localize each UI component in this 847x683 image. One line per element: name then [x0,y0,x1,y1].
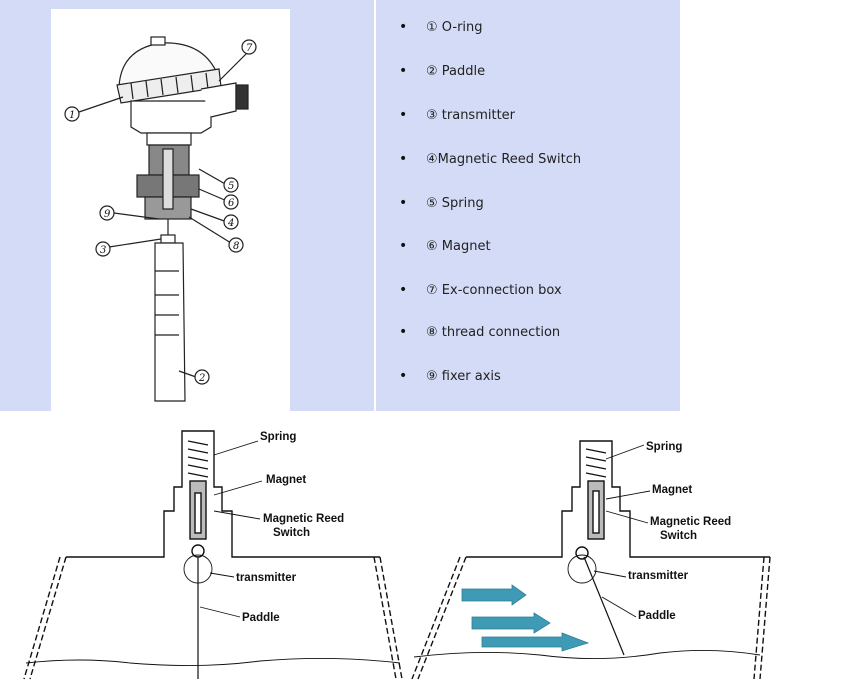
label-spring: Spring [260,431,296,443]
label-reed-switch: Magnetic Reed [263,513,344,525]
flow-arrows [461,584,590,652]
label-transmitter: transmitter [236,572,297,584]
label-magnet: Magnet [652,484,692,496]
label-transmitter: transmitter [628,570,689,582]
number-2: 2 [198,373,205,384]
number-7: 7 [246,43,253,54]
parts-table: 1 7 5 6 9 4 3 8 2 ① O-ring ② Paddle ③ tr… [0,0,680,411]
switch-drawing: 1 7 5 6 9 4 3 8 2 [51,9,290,411]
label-magnet: Magnet [266,474,306,486]
number-4: 4 [227,218,234,229]
parts-list-cell: ① O-ring ② Paddle ③ transmitter ④Magneti… [376,0,680,411]
label-paddle: Paddle [638,610,676,622]
label-reed-switch-2: Switch [273,527,310,539]
drawing-cell: 1 7 5 6 9 4 3 8 2 [0,0,374,411]
label-spring: Spring [646,441,682,453]
number-6: 6 [228,198,235,209]
label-paddle: Paddle [242,612,280,624]
label-reed-switch-2: Switch [660,530,697,542]
number-5: 5 [228,181,234,192]
number-3: 3 [100,245,106,256]
number-9: 9 [104,209,111,220]
label-reed-switch: Magnetic Reed [650,516,731,528]
number-1: 1 [69,110,75,121]
cell-divider [374,0,376,411]
no-flow-diagram: Spring Magnet Magnetic Reed Switch trans… [23,430,403,680]
number-8: 8 [233,241,239,252]
operation-diagrams: Spring Magnet Magnetic Reed Switch trans… [0,411,847,683]
flow-diagram: Spring Magnet Magnetic Reed Switch trans… [411,440,771,680]
